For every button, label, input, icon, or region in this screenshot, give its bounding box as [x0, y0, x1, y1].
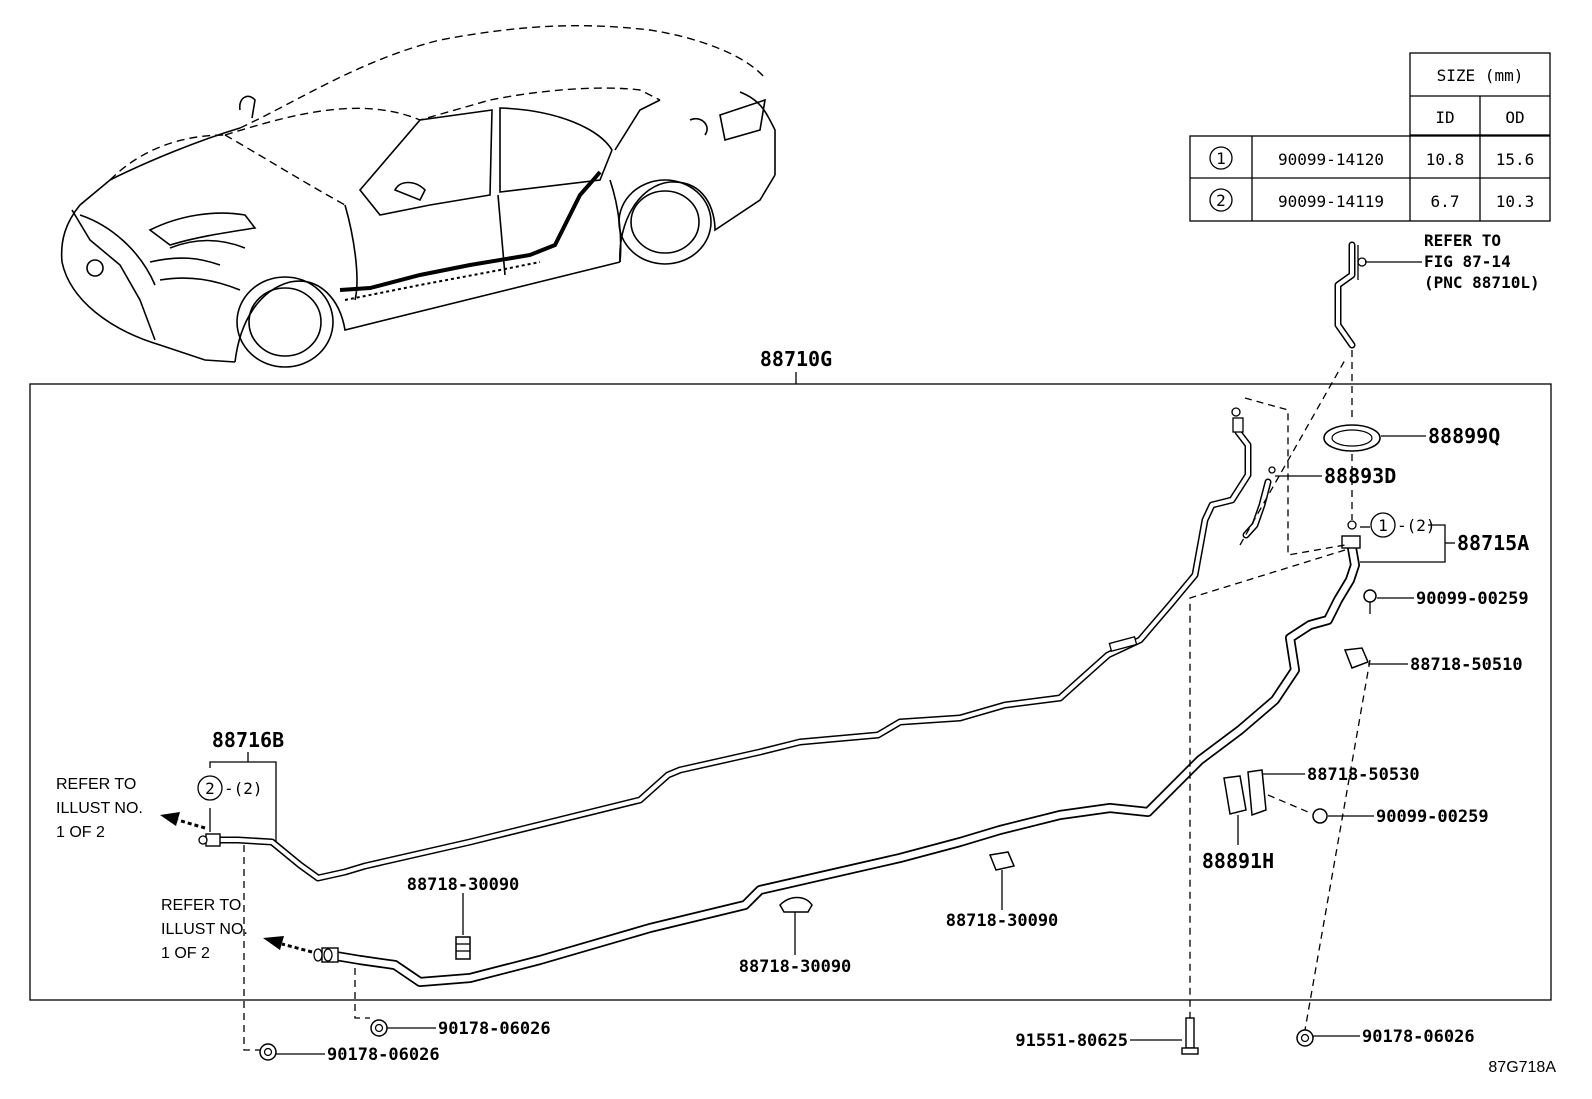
nut-90178-06026-right: [1296, 1029, 1314, 1047]
refer-fig-line2: FIG 87-14: [1424, 252, 1511, 271]
row2-mark: 2: [1216, 191, 1226, 210]
label-90178-06026-c: 90178-06026: [1362, 1027, 1475, 1047]
refer-fig-note: REFER TO FIG 87-14 (PNC 88710L): [1334, 231, 1540, 420]
refer-illust-1-line1: REFER TO: [56, 776, 136, 793]
label-88893D: 88893D: [1324, 464, 1396, 488]
label-90178-06026-b: 90178-06026: [438, 1019, 551, 1039]
upper-pipe: [198, 407, 1252, 882]
label-88715A: 88715A: [1457, 531, 1529, 555]
clip-88718-30090-right: [988, 851, 1016, 871]
label-88716B: 88716B: [212, 728, 284, 752]
row1-od: 15.6: [1496, 150, 1535, 169]
label-90099-00259-upper: 90099-00259: [1416, 589, 1529, 609]
assembly-label: 88710G: [760, 347, 832, 371]
label-88715A-mark: 1: [1378, 516, 1388, 535]
lower-pipe: [313, 520, 1361, 987]
row2-id: 6.7: [1431, 192, 1460, 211]
label-88891H: 88891H: [1202, 849, 1274, 873]
refer-illust-2-line2: ILLUST NO.: [161, 921, 248, 938]
assembly-frame: [29, 383, 1552, 1001]
label-88716B-qty: -(2): [224, 779, 263, 798]
refer-fig-line1: REFER TO: [1424, 231, 1501, 250]
label-90178-06026-a: 90178-06026: [327, 1045, 440, 1065]
size-header: SIZE (mm): [1437, 66, 1524, 85]
row1-mark: 1: [1216, 149, 1226, 168]
refer-fig-line3: (PNC 88710L): [1424, 273, 1540, 292]
diagram-code: 87G718A: [1488, 1059, 1556, 1076]
reference-lines: [243, 359, 1371, 1051]
row2-od: 10.3: [1496, 192, 1535, 211]
row1-part: 90099-14120: [1278, 150, 1384, 169]
row1-id: 10.8: [1426, 150, 1465, 169]
bracket-88893D: [1242, 466, 1276, 539]
refer-illust-2-line3: 1 OF 2: [161, 945, 210, 962]
label-88718-50530: 88718-50530: [1307, 765, 1420, 785]
refer-illust-note-1: REFER TO ILLUST NO. 1 OF 2: [56, 776, 206, 841]
mark-2-circle: [197, 775, 223, 801]
bolt-90099-00259-upper: [1363, 589, 1377, 614]
od-header: OD: [1505, 108, 1524, 127]
grommet-88899Q: [1323, 424, 1381, 452]
label-88718-30090-left: 88718-30090: [407, 875, 520, 895]
row2-part: 90099-14119: [1278, 192, 1384, 211]
bolt-91551-80625: [1181, 1017, 1199, 1055]
label-88715A-qty: -(2): [1397, 516, 1436, 535]
clip-88718-30090-left: [455, 936, 471, 960]
refer-illust-1-line2: ILLUST NO.: [56, 800, 143, 817]
nut-90178-06026-left-b: [370, 1019, 388, 1037]
label-88899Q: 88899Q: [1428, 424, 1500, 448]
refer-illust-2-line1: REFER TO: [161, 897, 241, 914]
size-table: SIZE (mm) ID OD 1 90099-14120 10.8 15.6 …: [1189, 52, 1551, 222]
label-88718-30090-right: 88718-30090: [946, 911, 1059, 931]
label-91551-80625: 91551-80625: [1015, 1031, 1128, 1051]
clip-88718-30090-middle: [779, 896, 813, 913]
label-88716B-mark: 2: [205, 779, 215, 798]
refer-illust-1-line3: 1 OF 2: [56, 824, 105, 841]
mark-1-circle: [1370, 512, 1396, 538]
nut-90178-06026-left-a: [259, 1043, 277, 1061]
label-90099-00259-lower: 90099-00259: [1376, 807, 1489, 827]
clamp-88718-50510: [1343, 647, 1369, 669]
refer-illust-note-2: REFER TO ILLUST NO. 1 OF 2: [161, 897, 313, 962]
bolt-90099-00259-lower: [1312, 808, 1328, 824]
car-illustration: [60, 25, 776, 368]
label-88718-50510: 88718-50510: [1410, 655, 1523, 675]
id-header: ID: [1435, 108, 1454, 127]
clamp-88718-50530: [1223, 769, 1267, 817]
label-88718-30090-middle: 88718-30090: [739, 957, 852, 977]
